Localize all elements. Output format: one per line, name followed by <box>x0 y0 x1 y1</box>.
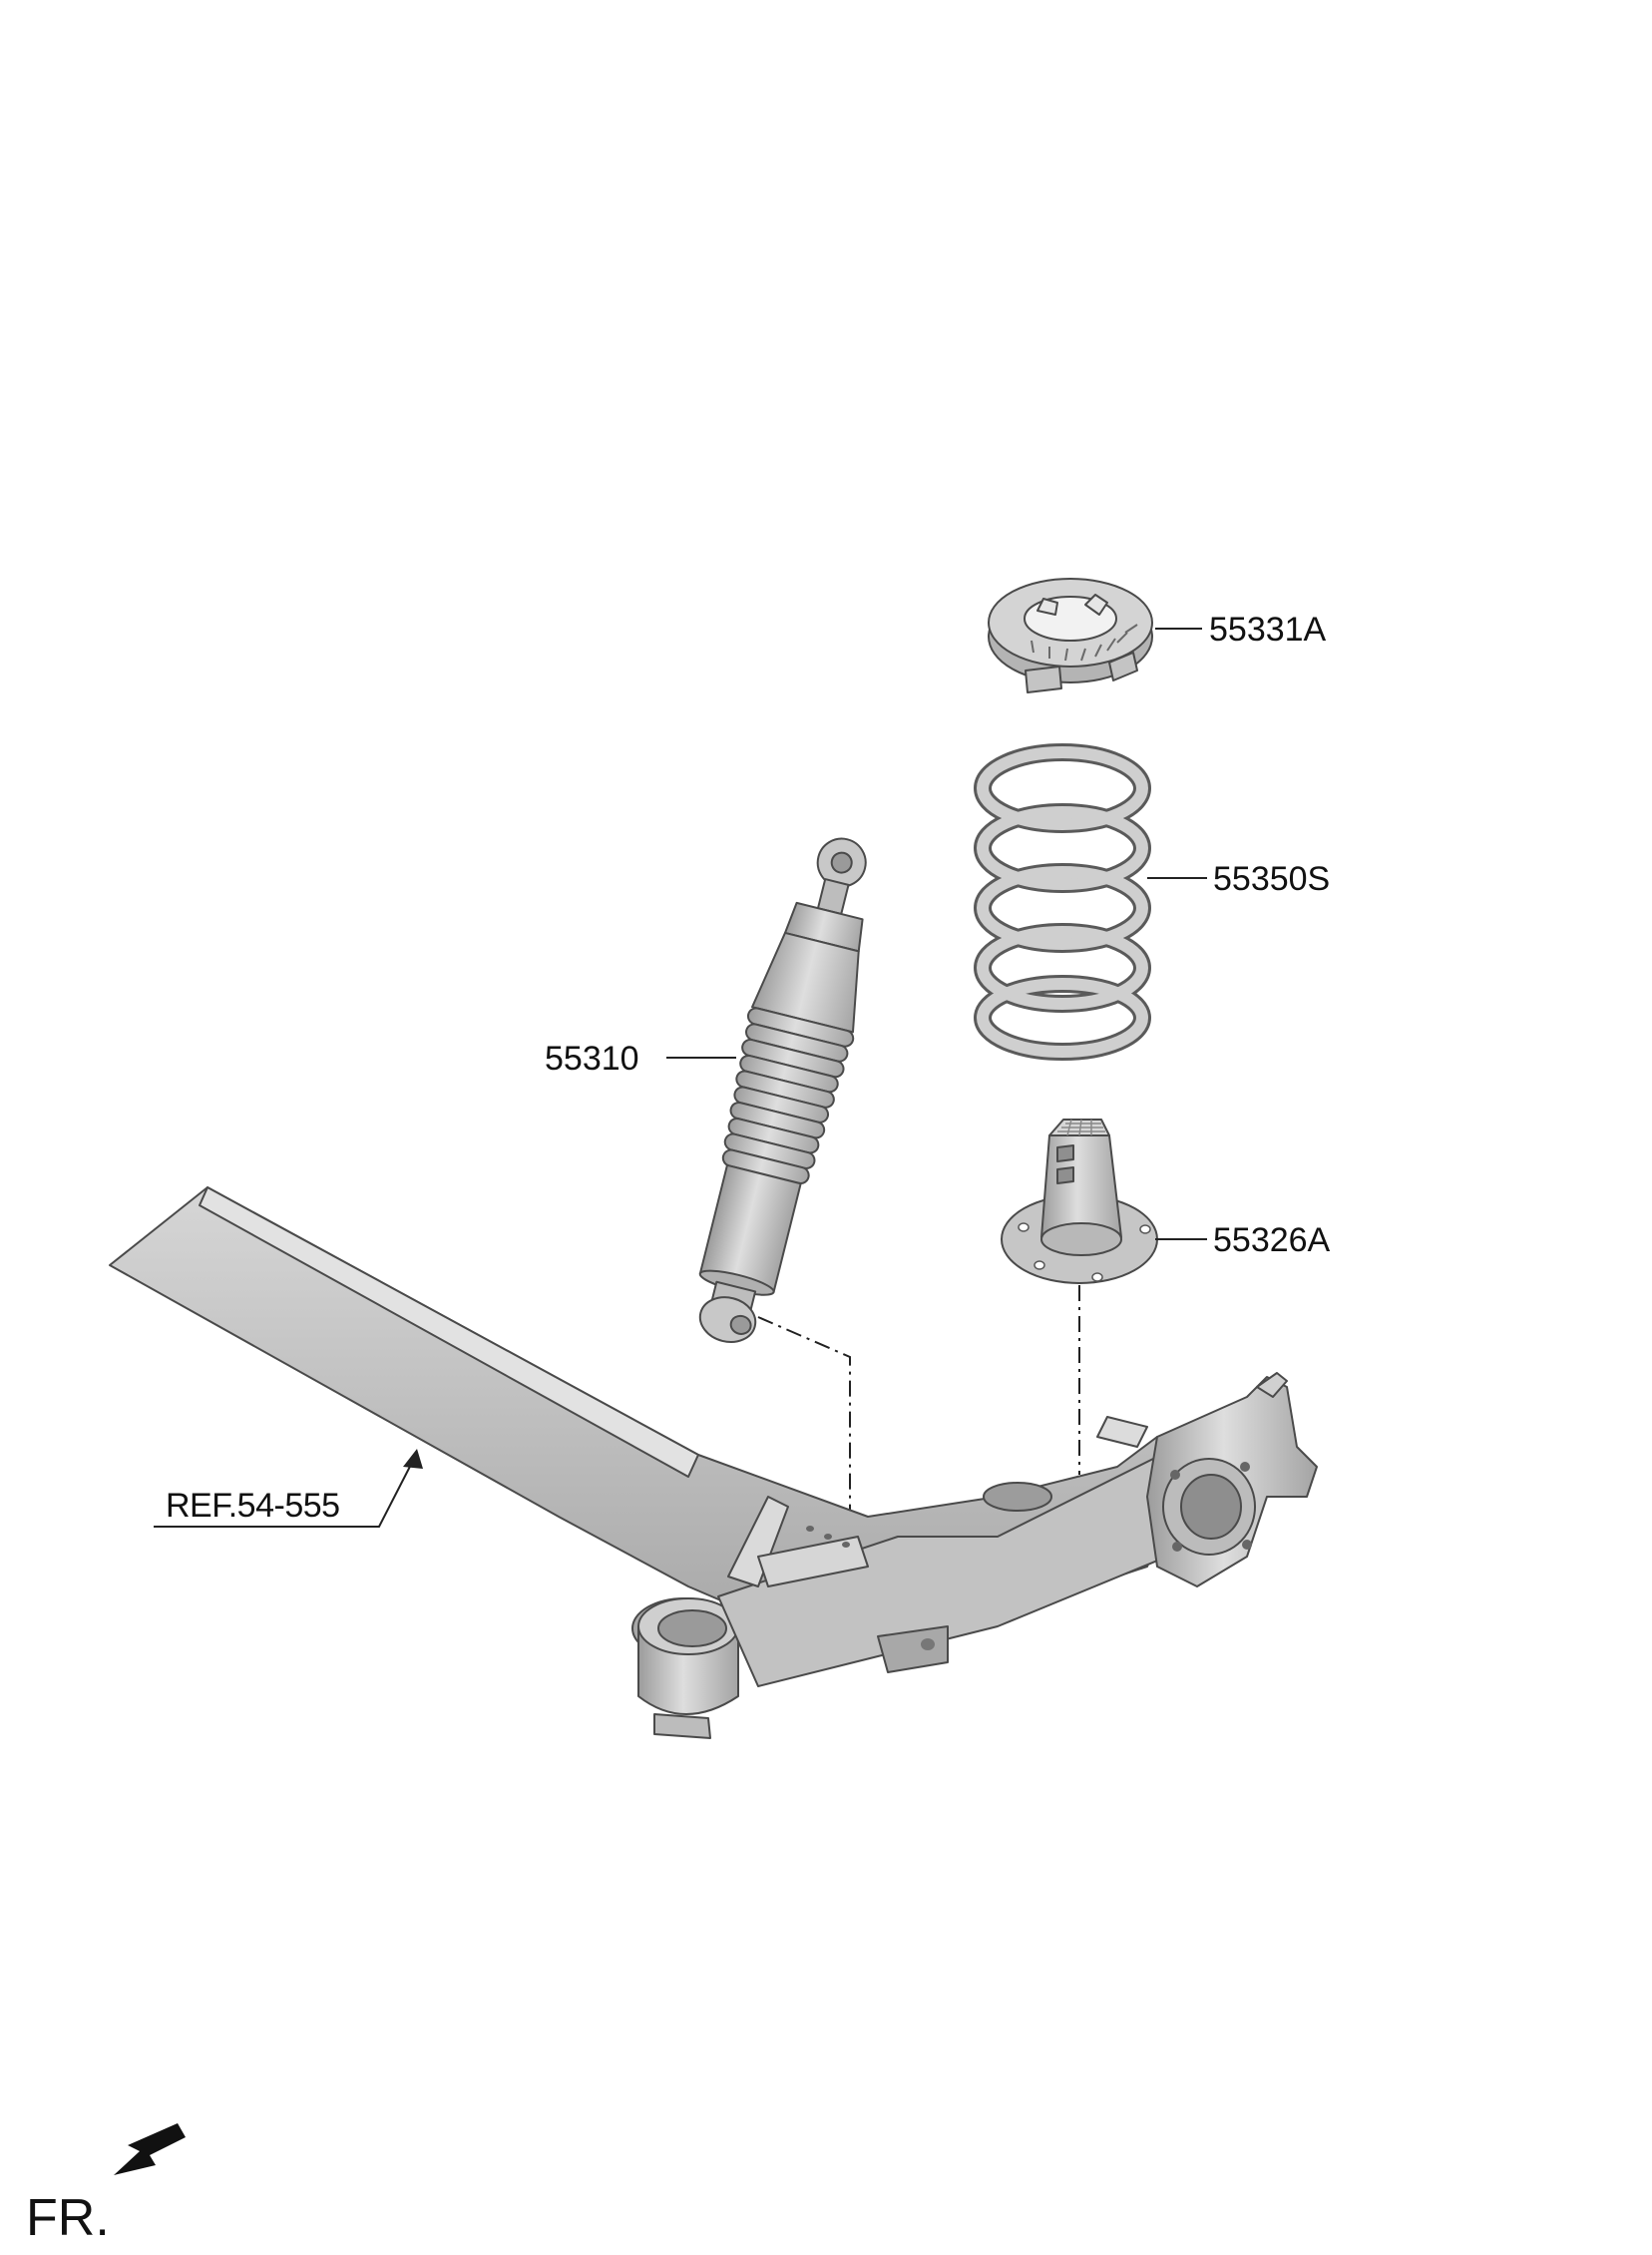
front-direction-indicator: FR. <box>26 2123 186 2247</box>
reference-label: REF.54-555 <box>166 1487 340 1525</box>
front-label: FR. <box>26 2189 110 2247</box>
spring-pad-lower-illustration <box>1001 1119 1158 1284</box>
assembly-line-shock <box>757 1316 851 1527</box>
rear-axle-beam-illustration <box>109 1186 1318 1739</box>
part-label-55331A: 55331A <box>1209 611 1327 649</box>
part-label-55310: 55310 <box>545 1040 639 1078</box>
part-label-55326A: 55326A <box>1213 1221 1331 1259</box>
reference-arrowhead <box>403 1449 423 1469</box>
shock-absorber-illustration <box>698 837 867 1343</box>
coil-spring-illustration <box>974 743 1151 1061</box>
spring-pad-upper-illustration <box>988 578 1153 693</box>
reference-leader <box>154 1452 418 1528</box>
front-arrow-icon <box>114 2123 186 2175</box>
part-label-55350S: 55350S <box>1213 860 1330 898</box>
